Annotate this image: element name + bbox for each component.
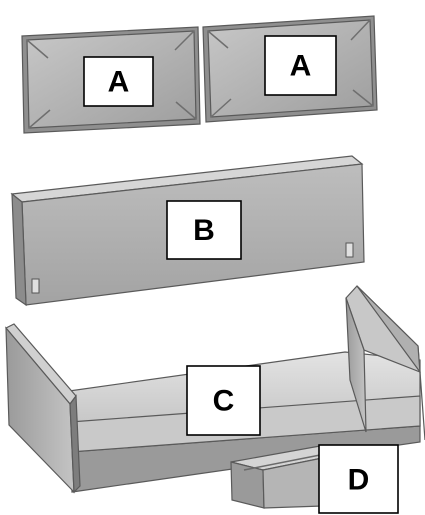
label-a-left: A <box>83 56 154 107</box>
label-b: B <box>166 200 242 260</box>
bracket-icon <box>31 278 40 294</box>
label-a-right-text: A <box>290 50 312 83</box>
label-a-right: A <box>264 35 337 96</box>
label-d: D <box>318 444 399 514</box>
label-a-left-text: A <box>108 66 130 99</box>
label-d-text: D <box>348 464 370 497</box>
bracket-icon <box>345 242 354 258</box>
label-c: C <box>186 365 261 436</box>
label-b-text: B <box>193 214 215 247</box>
label-c-text: C <box>213 385 235 418</box>
